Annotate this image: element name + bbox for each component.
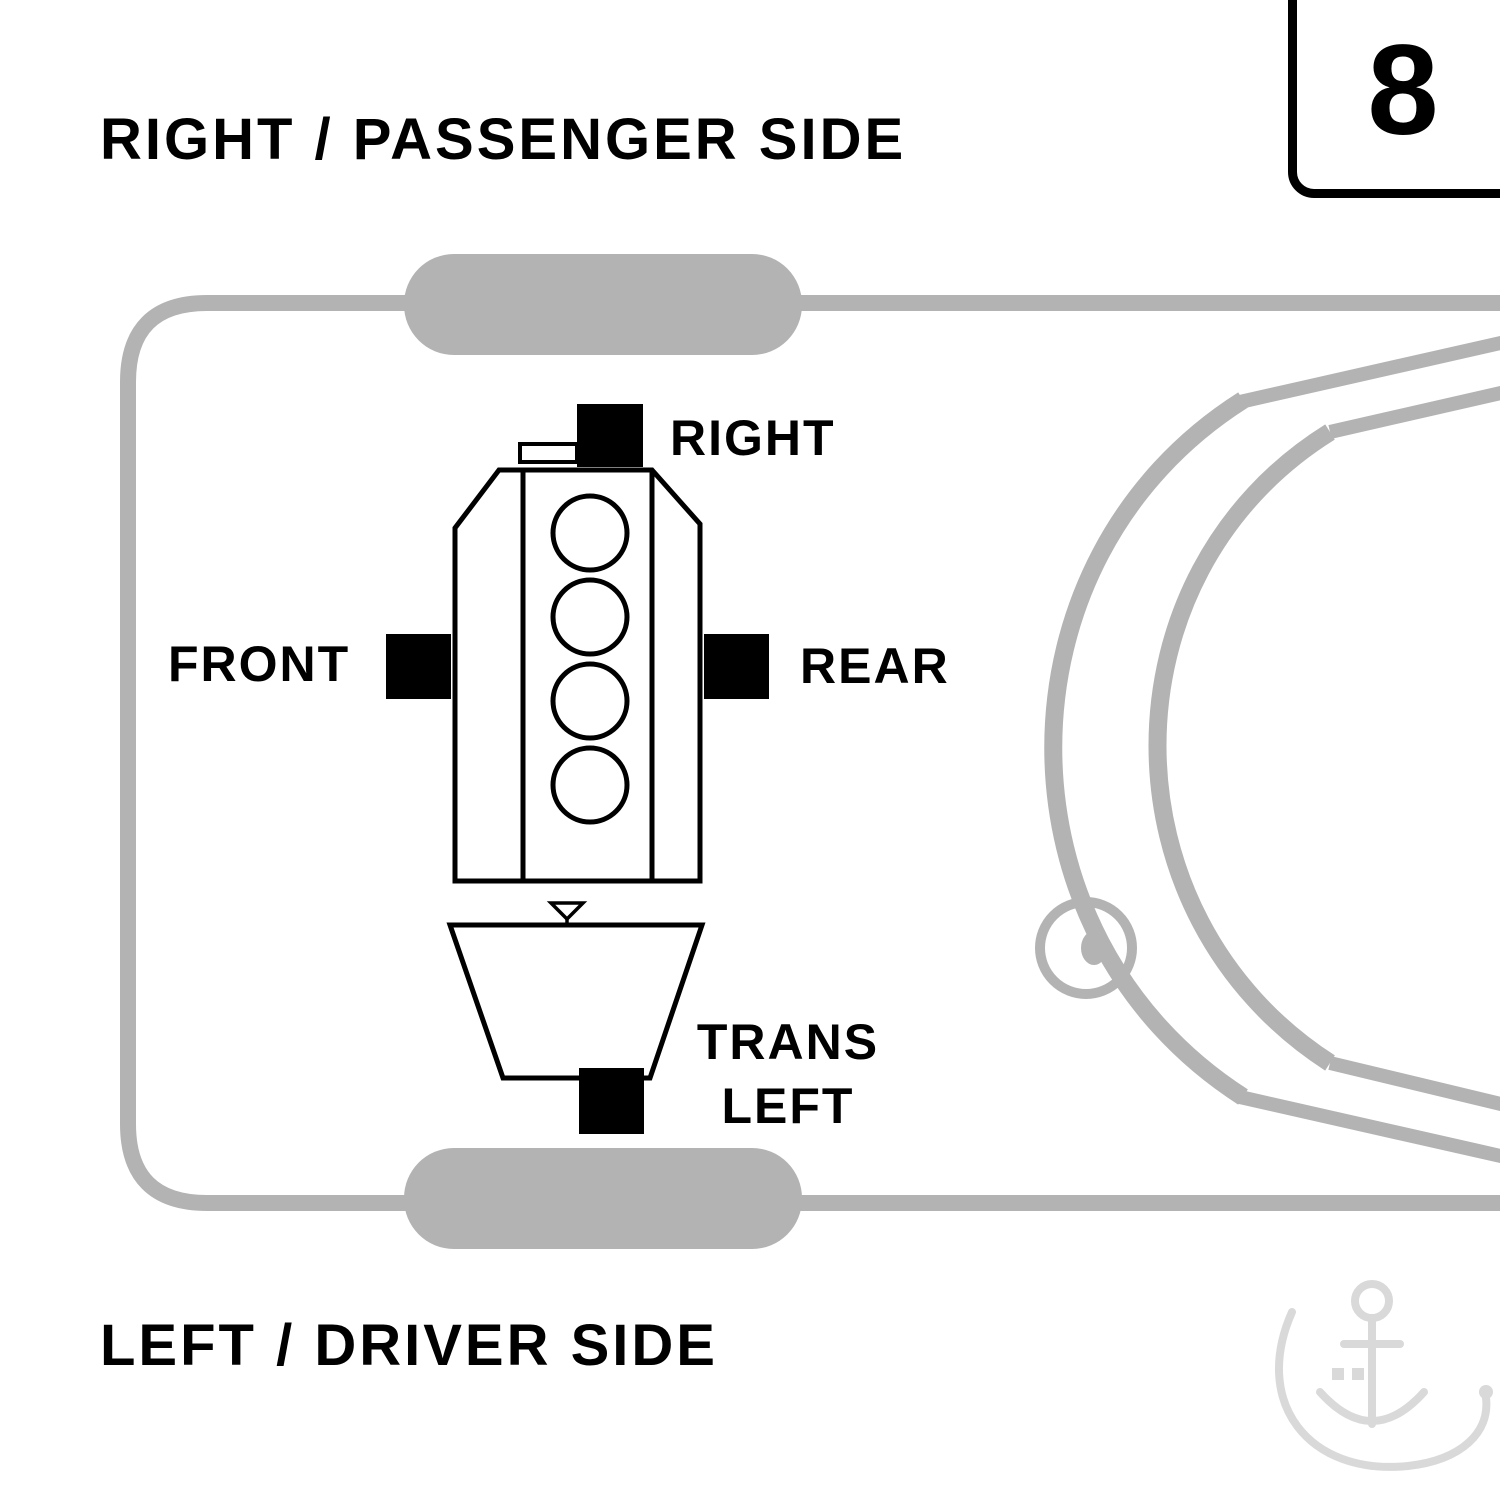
hood-edge-top-1 [1238,335,1500,409]
engine-block [452,442,703,884]
page-number-box: 8 [1288,0,1500,198]
hood-edge-bottom-2 [1328,1056,1500,1111]
hood-edge-top-2 [1328,385,1500,439]
page-number: 8 [1367,18,1439,162]
transmission [446,901,706,1081]
fuel-cap-dot [1081,931,1107,965]
mount-rear-marker [704,634,769,699]
car-body-outline [120,295,1500,1211]
front-wheel [404,254,802,355]
car-frame-outline [120,295,1500,1211]
mount-right-marker [577,404,643,467]
cylinder-3 [550,661,630,741]
mount-trans-left-marker [579,1068,644,1134]
mount-markers [386,404,769,1134]
windshield-inner-arc [1148,424,1335,1071]
left-driver-side-title: LEFT / DRIVER SIDE [100,1313,718,1378]
mount-label-trans-left: TRANS LEFT [688,1010,888,1138]
mount-front-marker [386,634,451,699]
right-passenger-side-title: RIGHT / PASSENGER SIDE [100,107,907,172]
cylinder-2 [550,577,630,657]
transmission-funnel-icon [546,901,588,922]
mount-label-front: FRONT [168,636,351,692]
transmission-outline [446,922,706,1081]
mount-label-rear: REAR [800,638,950,694]
mount-label-right: RIGHT [670,410,836,466]
hood-edge-bottom-1 [1238,1090,1500,1164]
windshield-outer-arc [1044,392,1248,1105]
rear-wheel [404,1148,802,1249]
cylinder-1 [550,493,630,573]
watermark-anchor-logo-icon [1274,1280,1493,1471]
mount-label-trans-line2: LEFT [721,1078,855,1134]
fuel-cap-circle [1035,897,1137,999]
cylinder-4 [550,745,630,825]
engine-top-bracket [518,442,579,464]
mount-label-trans-line1: TRANS [696,1014,880,1070]
